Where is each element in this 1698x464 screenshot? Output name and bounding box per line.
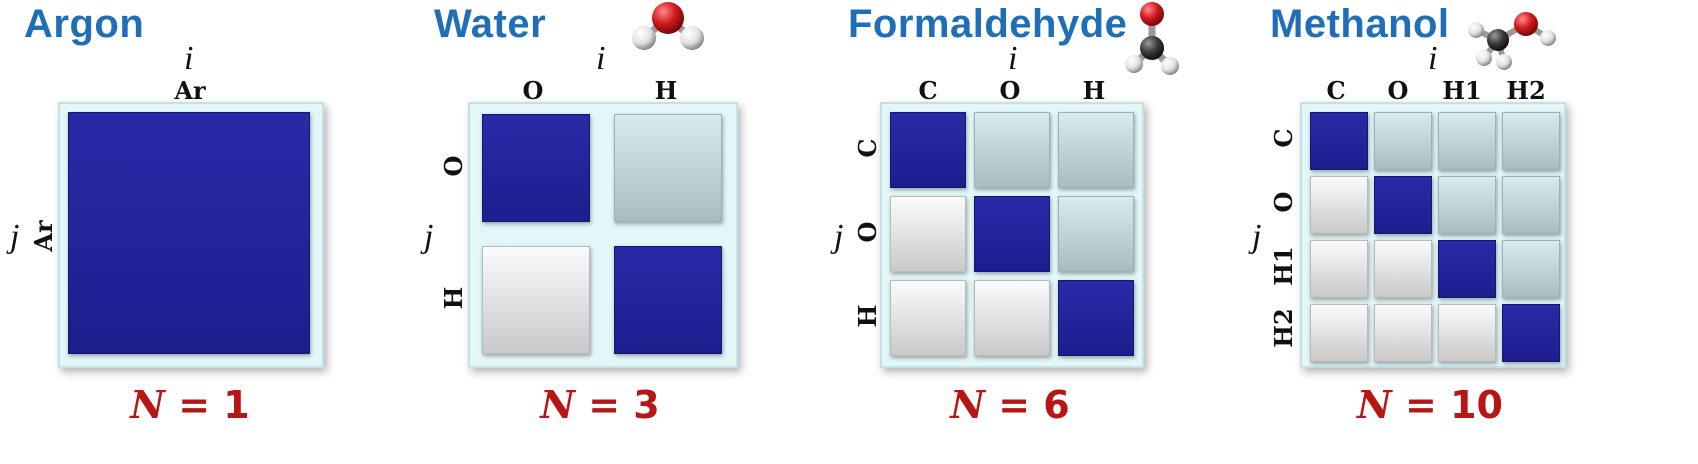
matrix-cell-diagonal [974, 196, 1050, 272]
matrix-cell-diagonal [482, 114, 590, 222]
n-equals: = [164, 383, 224, 427]
matrix-cell-upper [614, 114, 722, 222]
matrix-cell-upper [1502, 112, 1560, 170]
panel-title: Water [434, 2, 547, 46]
row-header: O [439, 155, 468, 177]
n-value: 10 [1450, 383, 1503, 427]
matrix-cell-diagonal [1502, 304, 1560, 362]
matrix-cell-lower [890, 196, 966, 272]
i-index-label: i [184, 40, 194, 77]
i-index-label: i [596, 40, 606, 77]
matrix-frame [58, 102, 324, 368]
matrix-cell-lower [1438, 304, 1496, 362]
matrix-cell-lower [482, 246, 590, 354]
i-index-label: i [1428, 40, 1438, 77]
pair-count: N = 10 [1310, 382, 1550, 427]
panel-title: Formaldehyde [848, 2, 1128, 46]
matrix-cell-lower [890, 280, 966, 356]
row-header: H [439, 286, 468, 310]
panel-title: Argon [24, 2, 145, 46]
n-equals: = [984, 383, 1044, 427]
column-header: H [1082, 76, 1106, 105]
column-header: Ar [174, 76, 206, 105]
matrix-cell-diagonal [1374, 176, 1432, 234]
j-index-label: j [424, 218, 434, 255]
n-symbol: N [950, 382, 985, 427]
n-symbol: N [1357, 382, 1392, 427]
matrix-cell-upper [1502, 240, 1560, 298]
matrix-cell-upper [1058, 196, 1134, 272]
j-index-label: j [10, 218, 20, 255]
row-header: C [853, 138, 882, 158]
column-header: H2 [1506, 76, 1546, 105]
matrix-frame [1300, 102, 1566, 368]
matrix-cell-diagonal [1310, 112, 1368, 170]
column-header: C [918, 76, 938, 105]
j-index-label: j [1252, 218, 1262, 255]
matrix-cell-lower [1310, 304, 1368, 362]
n-value: 1 [223, 383, 250, 427]
column-header: C [1326, 76, 1346, 105]
matrix-cell-lower [1374, 240, 1432, 298]
panel-methanol: Methanol i C O H1 H2 j C O H1 H2 [1252, 0, 1698, 464]
column-header: O [522, 76, 544, 105]
column-header: O [999, 76, 1021, 105]
n-value: 3 [633, 383, 660, 427]
methanol-molecule-icon [1468, 12, 1556, 70]
pair-count: N = 1 [70, 382, 310, 427]
panel-argon: Argon i Ar j Ar N = 1 [0, 0, 420, 464]
panel-formaldehyde: Formaldehyde i C O H j C O H N = 6 [834, 0, 1260, 464]
n-symbol: N [540, 382, 575, 427]
n-value: 6 [1043, 383, 1070, 427]
n-equals: = [1391, 383, 1451, 427]
row-header: H [853, 304, 882, 328]
column-header: H [654, 76, 678, 105]
matrix-cell-diagonal [890, 112, 966, 188]
matrix-cell-lower [1310, 176, 1368, 234]
row-header: Ar [29, 220, 58, 252]
panel-water: Water i O H j O H N = 3 [420, 0, 840, 464]
matrix-cell-lower [974, 280, 1050, 356]
matrix-cell-upper [974, 112, 1050, 188]
n-symbol: N [130, 382, 165, 427]
panel-title: Methanol [1270, 2, 1450, 46]
matrix-cell-diagonal [1438, 240, 1496, 298]
water-molecule-icon [632, 2, 704, 50]
column-header: H1 [1442, 76, 1482, 105]
matrix-cell-upper [1374, 112, 1432, 170]
column-header: O [1387, 76, 1409, 105]
matrix-frame [468, 102, 738, 368]
matrix-cell-upper [1502, 176, 1560, 234]
matrix-cell-diagonal [68, 112, 310, 354]
row-header: O [853, 221, 882, 243]
row-header: H2 [1269, 308, 1298, 348]
n-equals: = [574, 383, 634, 427]
matrix-cell-upper [1058, 112, 1134, 188]
matrix-cell-lower [1310, 240, 1368, 298]
matrix-cell-diagonal [1058, 280, 1134, 356]
matrix-frame [880, 102, 1144, 368]
pair-count: N = 6 [890, 382, 1130, 427]
i-index-label: i [1008, 40, 1018, 77]
pair-count: N = 3 [480, 382, 720, 427]
j-index-label: j [834, 218, 844, 255]
matrix-cell-lower [1374, 304, 1432, 362]
formaldehyde-molecule-icon [1125, 2, 1179, 75]
matrix-cell-upper [1438, 112, 1496, 170]
matrix-cell-diagonal [614, 246, 722, 354]
matrix-cell-upper [1438, 176, 1496, 234]
